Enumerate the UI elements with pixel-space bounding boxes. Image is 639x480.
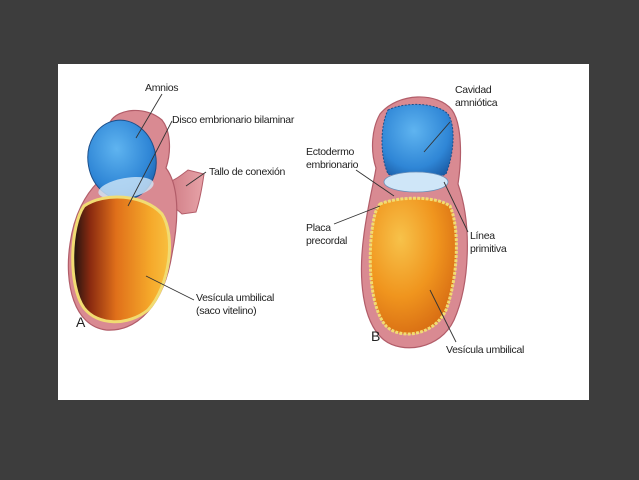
leader-amnios <box>135 93 163 139</box>
label-vesicula-b: Vesícula umbilical <box>446 344 525 356</box>
embryonic-ectoderm-b <box>383 171 449 193</box>
leader-linea <box>443 181 469 233</box>
label-placa-precordal: Placa precordal <box>306 222 347 248</box>
label-ectodermo-line1: Ectodermo <box>306 146 355 158</box>
slide-panel: Amnios Disco embrionario bilaminar Tallo… <box>58 64 589 400</box>
yolk-sac-a <box>71 195 172 324</box>
label-cavidad-line1: Cavidad <box>455 84 492 96</box>
label-linea-primitiva: Línea primitiva <box>470 230 507 256</box>
panel-a-letter: A <box>76 314 86 330</box>
leader-vesicula-a <box>145 275 195 301</box>
label-vesicula-a: Vesícula umbilical (saco vitelino) <box>196 292 274 318</box>
label-placa-line1: Placa <box>306 222 331 234</box>
label-amnios: Amnios <box>145 82 179 94</box>
panel-a-drawing <box>67 93 207 331</box>
embryo-illustration <box>67 93 469 349</box>
leader-tallo <box>185 171 207 187</box>
yolk-sac-b <box>368 196 458 336</box>
label-vesicula-a-line2: (saco vitelino) <box>196 305 257 317</box>
leader-disco <box>127 120 173 207</box>
label-placa-line2: precordal <box>306 235 348 247</box>
leader-cavidad <box>423 121 451 153</box>
panel-b-letter: B <box>371 328 381 344</box>
label-ectodermo-line2: embrionario <box>306 159 359 171</box>
leader-placa <box>333 205 381 225</box>
label-ectodermo-embrionario: Ectodermo embrionario <box>306 146 358 172</box>
label-cavidad-line2: amniótica <box>455 97 498 109</box>
leader-ectodermo <box>355 169 395 197</box>
label-linea-line2: primitiva <box>470 243 507 255</box>
amniotic-cavity-b <box>381 103 454 181</box>
label-disco-embrionario: Disco embrionario bilaminar <box>172 114 295 126</box>
label-linea-line1: Línea <box>470 230 495 242</box>
leader-vesicula-b <box>429 289 457 343</box>
label-vesicula-a-line1: Vesícula umbilical <box>196 292 275 304</box>
panel-b-drawing <box>333 96 469 349</box>
label-tallo-conexion: Tallo de conexión <box>209 166 286 178</box>
label-cavidad-amniotica: Cavidad amniótica <box>455 84 498 110</box>
